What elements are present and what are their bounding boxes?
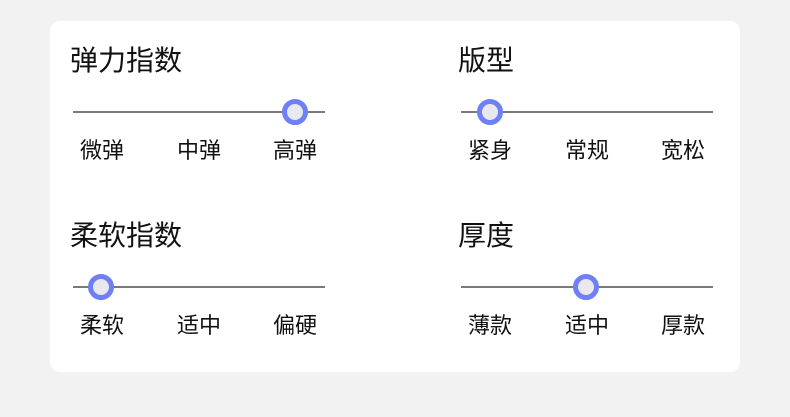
attribute-card: 弹力指数 微弹 中弹 高弹 版型 紧身 常规 宽松 柔软指数 柔软 适中 偏硬 … — [50, 21, 740, 372]
softness-title: 柔软指数 — [70, 219, 183, 252]
softness-option-0[interactable]: 柔软 — [79, 314, 124, 339]
fit-slider-track[interactable] — [461, 111, 713, 113]
thickness-title: 厚度 — [458, 219, 515, 252]
elasticity-option-1[interactable]: 中弹 — [176, 139, 221, 164]
softness-slider-thumb[interactable] — [88, 274, 114, 300]
softness-slider-track[interactable] — [73, 286, 325, 288]
thickness-slider-thumb[interactable] — [573, 274, 599, 300]
thickness-option-1[interactable]: 适中 — [564, 314, 609, 339]
fit-slider-thumb[interactable] — [477, 99, 503, 125]
softness-group: 柔软指数 柔软 适中 偏硬 — [70, 216, 330, 356]
elasticity-slider-thumb[interactable] — [282, 99, 308, 125]
fit-option-1[interactable]: 常规 — [564, 139, 609, 164]
fit-option-0[interactable]: 紧身 — [467, 139, 512, 164]
elasticity-slider-track[interactable] — [73, 111, 325, 113]
thickness-group: 厚度 薄款 适中 厚款 — [458, 216, 718, 356]
softness-option-1[interactable]: 适中 — [176, 314, 221, 339]
fit-group: 版型 紧身 常规 宽松 — [458, 41, 718, 181]
thickness-option-2[interactable]: 厚款 — [660, 314, 705, 339]
elasticity-title: 弹力指数 — [70, 44, 183, 77]
fit-title: 版型 — [458, 44, 515, 77]
thickness-option-0[interactable]: 薄款 — [467, 314, 512, 339]
fit-option-2[interactable]: 宽松 — [660, 139, 705, 164]
elasticity-option-0[interactable]: 微弹 — [79, 139, 124, 164]
elasticity-group: 弹力指数 微弹 中弹 高弹 — [70, 41, 330, 181]
elasticity-option-2[interactable]: 高弹 — [272, 139, 317, 164]
softness-option-2[interactable]: 偏硬 — [272, 314, 317, 339]
